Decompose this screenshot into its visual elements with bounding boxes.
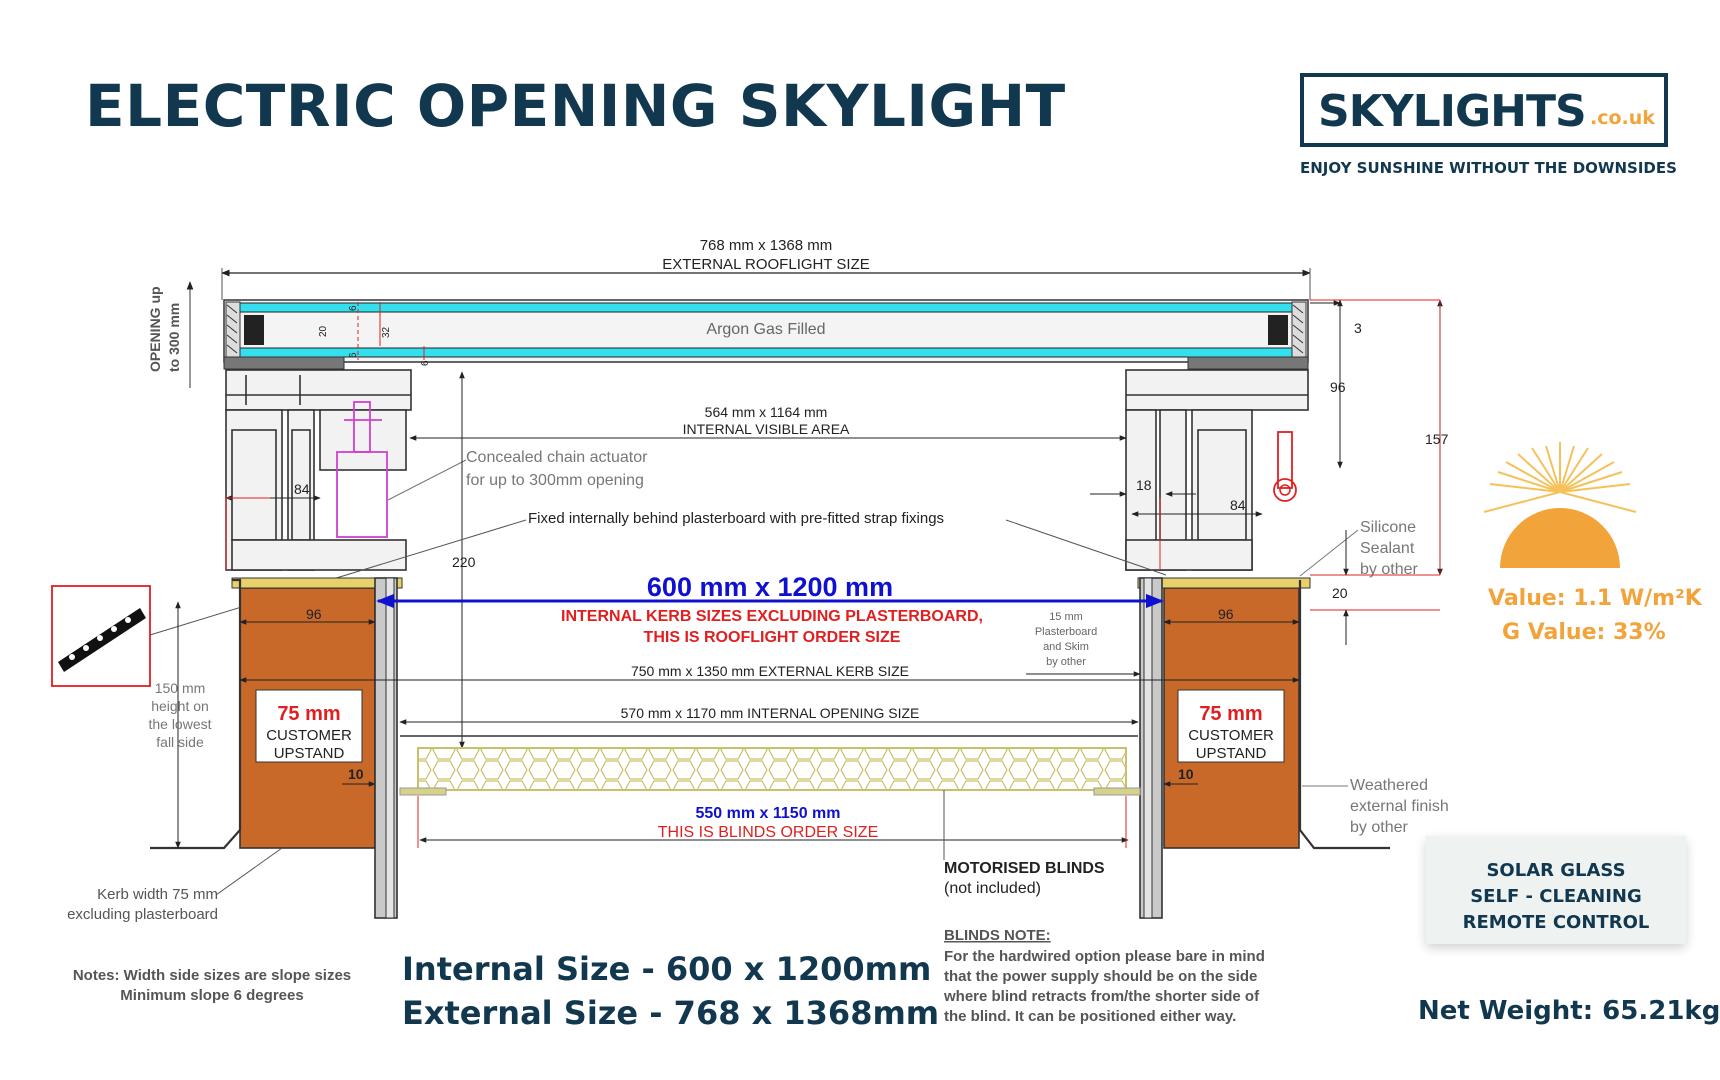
ext-size-text: 768 mm x 1368 mm (700, 237, 833, 254)
upstand-label-left-1: CUSTOMER (266, 727, 352, 744)
net-weight: Net Weight: 65.21kg (1418, 996, 1720, 1026)
logo-domain: .co.uk (1590, 107, 1655, 129)
upstand-mm-right: 75 mm (1199, 703, 1262, 725)
sun-icon (1483, 442, 1637, 568)
dim-157: 157 (1425, 431, 1449, 447)
chain-actuator (336, 401, 388, 538)
weathered-note-1: Weathered (1350, 777, 1428, 794)
kerb-note-2: THIS IS ROOFLIGHT ORDER SIZE (644, 629, 901, 646)
hinge-icon (1273, 431, 1297, 502)
left-upstand-box: 75 mm CUSTOMER UPSTAND (255, 689, 363, 763)
kerb-width-2: excluding plasterboard (67, 906, 218, 923)
blinds-note-4: the blind. It can be positioned either w… (944, 1008, 1236, 1025)
logo-frame (1300, 73, 1668, 147)
ext-kerb-size: 750 mm x 1350 mm EXTERNAL KERB SIZE (631, 663, 909, 679)
actuator-note-1: Concealed chain actuator (466, 449, 648, 466)
plaster-note-1: 15 mm (1049, 611, 1083, 623)
argon-label: Argon Gas Filled (706, 321, 825, 338)
logo-text: SKYLIGHTS (1318, 86, 1587, 137)
kerb-note-1: INTERNAL KERB SIZES EXCLUDING PLASTERBOA… (561, 608, 983, 625)
upstand-mm-left: 75 mm (277, 703, 340, 725)
blinds-label: THIS IS BLINDS ORDER SIZE (658, 824, 878, 841)
left-frame-profile (225, 369, 412, 571)
feature-solar-glass: SOLAR GLASS (1486, 860, 1626, 881)
motor-label-2: (not included) (944, 880, 1041, 897)
dim-20-right: 20 (1332, 585, 1348, 601)
dim-96-right: 96 (1330, 379, 1346, 395)
kerb-width-1: Kerb width 75 mm (97, 886, 218, 903)
dim-20-glass: 20 (318, 325, 329, 337)
internal-size: Internal Size - 600 x 1200mm (402, 950, 932, 988)
glazing-unit (223, 299, 1309, 370)
plaster-note-3: and Skim (1043, 641, 1089, 653)
external-size: External Size - 768 x 1368mm (402, 994, 940, 1032)
visible-size: 564 mm x 1164 mm (705, 404, 828, 420)
notes-2: Minimum slope 6 degrees (120, 987, 303, 1004)
dim-10-right: 10 (1178, 766, 1194, 782)
int-opening: 570 mm x 1170 mm INTERNAL OPENING SIZE (621, 705, 920, 721)
right-upstand-box: 75 mm CUSTOMER UPSTAND (1177, 689, 1285, 763)
plaster-note-4: by other (1046, 656, 1086, 668)
silicone-note-3: by other (1360, 561, 1418, 578)
fixed-note: Fixed internally behind plasterboard wit… (528, 510, 944, 527)
dim-32: 32 (381, 326, 392, 338)
dim-6c: 6 (420, 360, 431, 366)
notes-1: Notes: Width side sizes are slope sizes (73, 967, 351, 984)
weathered-note-3: by other (1350, 819, 1408, 836)
feature-remote-control: REMOTE CONTROL (1462, 912, 1650, 933)
dim-84-right: 84 (1230, 497, 1246, 513)
visible-label: INTERNAL VISIBLE AREA (683, 421, 850, 437)
g-value: G Value: 33% (1502, 620, 1666, 645)
dim-6b: 6 (348, 352, 359, 358)
plaster-note-2: Plasterboard (1035, 626, 1097, 638)
blinds-panel (399, 747, 1141, 796)
dim-84-left: 84 (294, 481, 310, 497)
ext-size-label: EXTERNAL ROOFLIGHT SIZE (662, 256, 870, 273)
dim-6a: 6 (348, 305, 359, 311)
blinds-note-title: BLINDS NOTE: (944, 927, 1051, 944)
height-note-3: the lowest (148, 716, 211, 732)
height-note-2: height on (151, 698, 209, 714)
height-note-4: fall side (156, 734, 204, 750)
upstand-label-right-1: CUSTOMER (1188, 727, 1274, 744)
u-value: Value: 1.1 W/m²K (1488, 586, 1702, 611)
opening-label-2: to 300 mm (166, 303, 182, 372)
blinds-note-2: that the power supply should be on the s… (944, 968, 1257, 985)
height-note-1: 150 mm (155, 680, 206, 696)
logo-tagline: ENJOY SUNSHINE WITHOUT THE DOWNSIDES (1300, 159, 1677, 177)
silicone-note-2: Sealant (1360, 540, 1415, 557)
opening-label-1: OPENING up (147, 286, 163, 372)
dim-10-left: 10 (348, 766, 364, 782)
kerb-size: 600 mm x 1200 mm (647, 572, 893, 602)
features-box: SOLAR GLASS SELF - CLEANING REMOTE CONTR… (1426, 836, 1686, 944)
motor-label-1: MOTORISED BLINDS (944, 860, 1105, 877)
page-title: ELECTRIC OPENING SKYLIGHT (85, 72, 1066, 140)
blinds-note-1: For the hardwired option please bare in … (944, 948, 1265, 965)
upstand-label-left-2: UPSTAND (274, 745, 345, 762)
actuator-note-2: for up to 300mm opening (466, 472, 644, 489)
right-frame-profile (1125, 369, 1309, 571)
dim-96-left-kerb: 96 (306, 606, 322, 622)
weathered-note-2: external finish (1350, 798, 1449, 815)
dim-18: 18 (1136, 477, 1152, 493)
dim-96-right-kerb: 96 (1218, 606, 1234, 622)
blinds-note-3: where blind retracts from/the shorter si… (943, 988, 1260, 1005)
upstand-label-right-2: UPSTAND (1196, 745, 1267, 762)
silicone-note-1: Silicone (1360, 519, 1416, 536)
blinds-size: 550 mm x 1150 mm (696, 805, 841, 822)
strap-fixing-icon (51, 585, 151, 687)
dim-220: 220 (452, 554, 476, 570)
feature-self-cleaning: SELF - CLEANING (1470, 886, 1642, 907)
dim-3: 3 (1354, 320, 1362, 336)
